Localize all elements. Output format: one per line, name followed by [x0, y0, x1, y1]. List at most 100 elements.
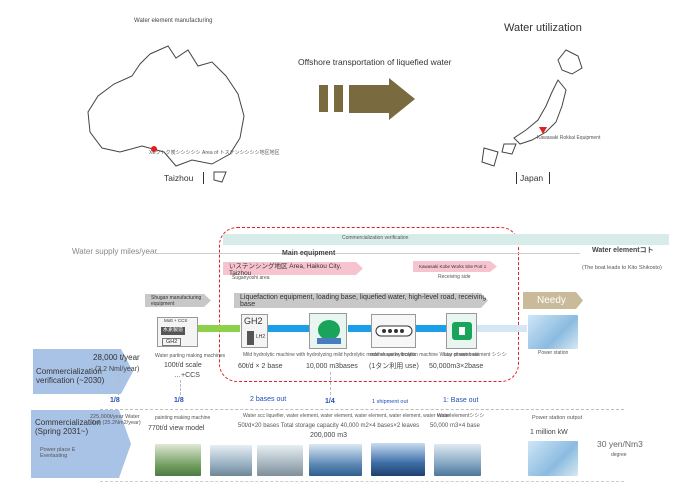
australia-map	[87, 45, 245, 183]
arrow-segment-1	[319, 85, 328, 112]
area-banner-text: いステンシング地区 Area, Haikou City, Taizhou	[229, 263, 342, 277]
kawasaki-label: Kawasaki Rokkai Equipment	[537, 135, 601, 141]
phase1-volume-sub: (3.2 Nml/year)	[95, 366, 140, 373]
phase2-price: 30 yen/Nm3	[597, 439, 643, 449]
tank-field-photo	[257, 445, 303, 476]
lh2-label: LH2	[256, 334, 266, 340]
phase1-ccs: …+CCS	[174, 372, 200, 379]
green-pipe	[198, 325, 240, 332]
blue-pipe-2	[348, 325, 372, 332]
storage-tank-icon	[317, 320, 341, 344]
ratio-3: 1/4	[325, 398, 335, 405]
bottom-divider	[100, 481, 624, 482]
phase2-power-note: Power place E Everlasting	[40, 447, 76, 460]
phase2-arrow	[31, 410, 131, 478]
power-station-image	[528, 315, 578, 349]
phase1-volume: 28,000 t/year	[93, 353, 140, 362]
plant-tile-mid-text: 水素製造	[161, 327, 186, 335]
phase1-making-note: Water parting making machines	[155, 353, 226, 359]
australia-area-label: XEクトク炭シシシシシ Area of トステンシシシシ地区地区	[149, 150, 280, 156]
phase2-receive-note: Water elementシシシ	[437, 413, 485, 419]
power-station-label: Power station	[538, 350, 569, 356]
liquefaction-banner: Liquefaction equipment, loading base, li…	[234, 293, 488, 308]
phase2-making-note: painting making machine	[155, 415, 211, 421]
right-title: Water utilization	[504, 22, 582, 34]
liquefier-tile: GH2 LH2	[241, 314, 268, 348]
phase1-receive-note: buy of water element シシシ	[444, 352, 507, 358]
shugan-banner-text: Shugan manufacturing equipment	[151, 294, 202, 307]
ratio-3-guide	[330, 372, 331, 395]
needy-banner: Needy	[523, 292, 583, 309]
carrier-ship-photo	[371, 443, 425, 476]
phase1-ship-note: mother water location machine Water powe…	[370, 352, 479, 358]
kobe-banner-text: Kawasaki Kobe Works Site Port 1	[419, 264, 487, 269]
phase2-receive-capacity: 50,000 m3×4 base	[430, 423, 480, 429]
receiving-banner: Receiving side	[438, 274, 471, 280]
japan-map	[481, 49, 583, 167]
phase1-receive-capacity: 50,000m3×2base	[429, 363, 484, 370]
supply-axis	[150, 253, 580, 254]
liquefaction-banner-text: Liquefaction equipment, loading base, li…	[240, 293, 487, 308]
receiving-tile	[446, 313, 477, 349]
commercialization-tag: Commercialization verification	[342, 235, 409, 241]
phase1-liq-capacity: 60t/d × 2 base	[238, 363, 283, 370]
phase1-label: Commercialization verification (~2030)	[36, 367, 105, 385]
plant-tile-top-text: Mott + CCS	[164, 318, 188, 323]
ship-icon	[375, 325, 413, 337]
water-element-label: Water elementコト	[592, 247, 654, 254]
phase1-arrow	[33, 349, 133, 394]
port-photo	[309, 444, 362, 476]
area-banner: いステンシング地区 Area, Haikou City, Taizhou	[223, 262, 363, 275]
phase-divider	[100, 409, 624, 410]
phase1-scale: 100t/d scale	[164, 362, 202, 369]
receiving-tank-icon	[452, 322, 472, 340]
phase2-scale: 770t/d view model	[148, 425, 205, 432]
shipment-out: 1 shipment out	[372, 399, 409, 405]
phase2-output-note: Power station output	[532, 415, 583, 421]
ratio-2: 1/8	[174, 397, 184, 404]
ratio-1-guide	[118, 375, 119, 395]
storage-tile	[309, 313, 347, 349]
phase2-liq-capacity: 50t/d×20 bases Total storage capacity 40…	[238, 423, 420, 429]
base-out: 1: Base out	[443, 397, 479, 404]
blue-pipe-3	[416, 325, 446, 332]
phase2-output-value: 1 million kW	[530, 429, 568, 436]
supply-label: Water supply miles/year	[72, 247, 158, 256]
shugan-banner: Shugan manufacturing equipment	[145, 294, 211, 307]
ratio-2-guide	[180, 380, 181, 395]
bases-out: 2 bases out	[250, 396, 287, 403]
phase1-ship-capacity: (1タン利用 use)	[369, 363, 419, 370]
left-title: Water element manufacturing	[134, 18, 213, 24]
blue-pipe-1	[268, 325, 310, 332]
needy-text: Needy	[537, 295, 566, 306]
arrow-segment-2	[334, 85, 343, 112]
commercialization-strip	[223, 234, 669, 245]
taizhou-divider	[203, 172, 204, 184]
plant-tile-bot-text: GH2	[162, 338, 182, 347]
boat-note: (The boat leads to Kito Shikosto)	[582, 265, 662, 271]
phase2-price-note: degree	[611, 452, 627, 458]
sub-banner: Suganyoshi area	[232, 275, 270, 281]
ratio-1: 1/8	[110, 397, 120, 404]
power-plant-photo	[528, 441, 578, 476]
phase2-storage-total: 200,000 m3	[310, 432, 347, 439]
ship-tile	[371, 314, 416, 348]
phase2-label: Commercialization (Spring 2031~)	[35, 418, 101, 436]
plant-tile: Mott + CCS 水素製造 GH2	[157, 317, 198, 347]
transport-title: Offshore transportation of liquefied wat…	[298, 57, 452, 67]
japan-divider-right	[549, 172, 550, 184]
kobe-banner: Kawasaki Kobe Works Site Port 1	[413, 261, 497, 272]
verification-boundary	[219, 227, 519, 382]
transport-arrow-icon	[349, 78, 415, 120]
pale-pipe	[477, 325, 527, 332]
taizhou-marker	[151, 146, 157, 152]
phase1-liq-note: Mild hydrolytic machine with hydrolyzing…	[243, 352, 417, 358]
kawasaki-marker	[539, 127, 547, 134]
liquefier-column-icon	[247, 331, 254, 345]
receiving-base-photo	[434, 444, 481, 476]
phase1-tank-capacity: 10,000 m3bases	[306, 363, 358, 370]
plant-photo	[155, 444, 201, 476]
liquefier-photo	[210, 445, 252, 476]
gh2-label: GH2	[244, 316, 263, 326]
phase2-liq-note: Water scc liquefier, water element, wate…	[243, 413, 451, 419]
